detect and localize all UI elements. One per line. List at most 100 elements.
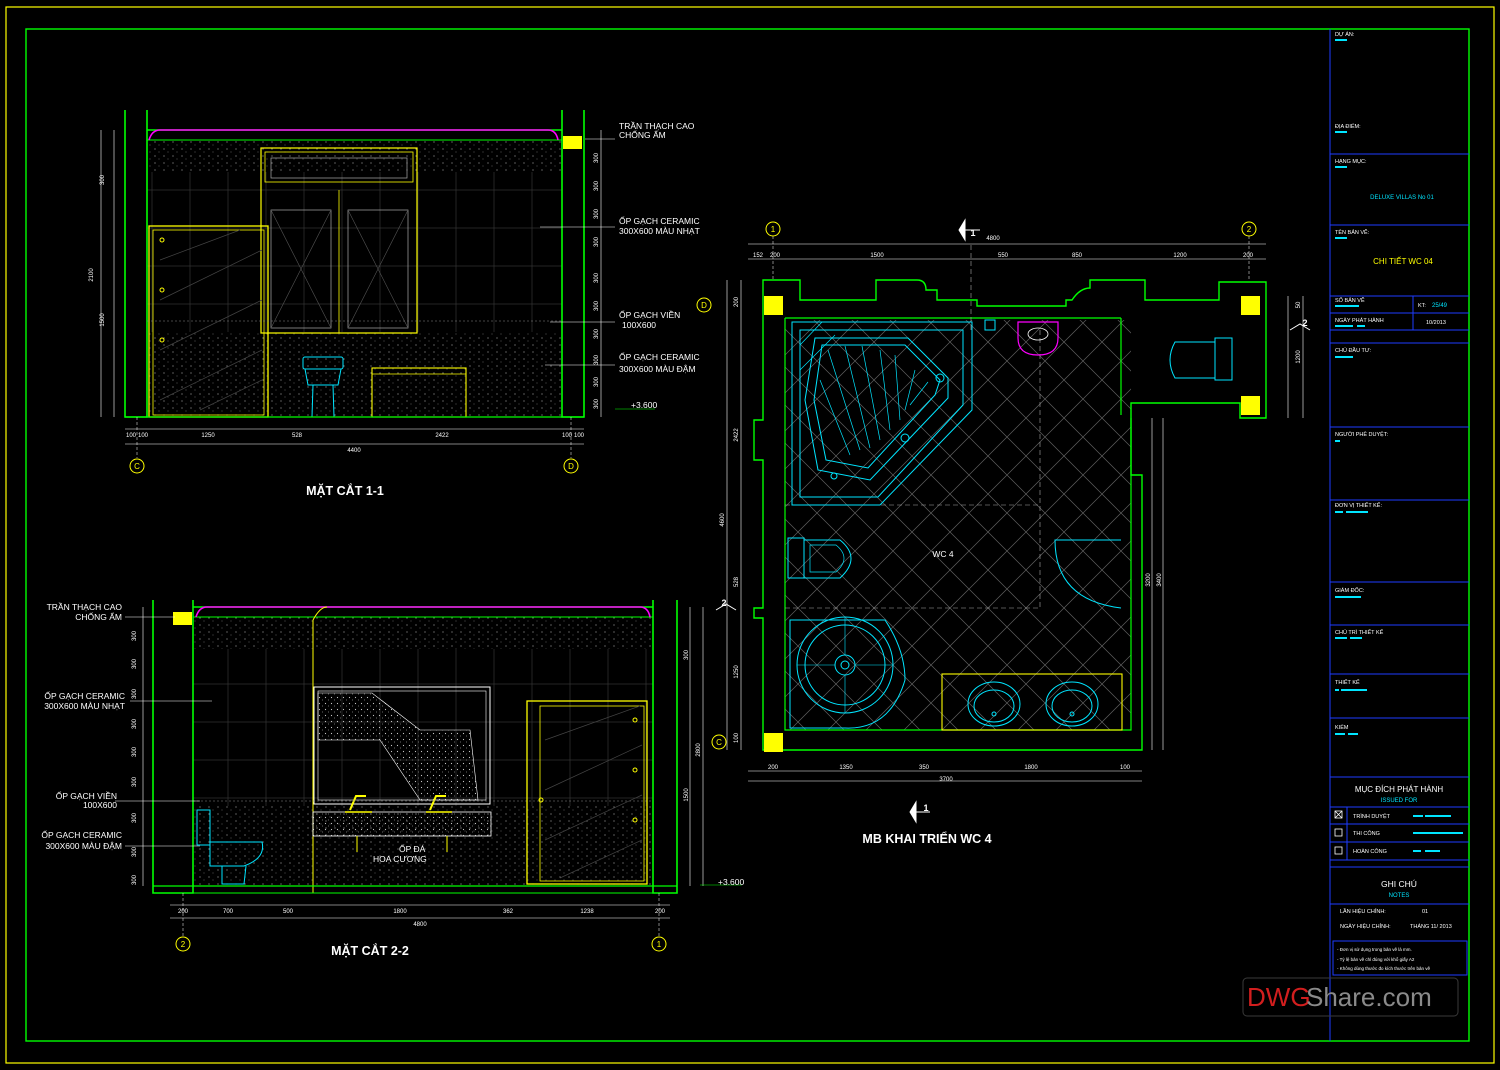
dim-text: 2100	[89, 268, 95, 282]
dim-text: 300	[594, 152, 600, 163]
room-label: WC 4	[932, 549, 954, 559]
section-2-dimensions	[142, 607, 704, 919]
vanity-counter	[941, 673, 1123, 731]
dim-text: 528	[292, 433, 303, 439]
title-block: DỰ ÁN: ĐỊA ĐIỂM: HẠNG MỤC: TÊN BẢN VẼ: S…	[1329, 29, 1469, 1041]
column-mark	[764, 733, 783, 752]
dim-text: 100	[1120, 765, 1131, 771]
tb-label: CHỦ TRÌ THIẾT KẾ	[1335, 629, 1384, 636]
dim-text: 300	[132, 874, 138, 885]
tb-value: 10/2013	[1426, 320, 1446, 326]
grid-bubble	[651, 936, 667, 952]
tb-item-value: DELUXE VILLAS No 01	[1370, 195, 1434, 201]
shower-round	[789, 616, 906, 729]
section-marker-label: 2	[721, 598, 726, 608]
dim-text: 550	[998, 253, 1009, 259]
label-text: CHỐNG ẨM	[75, 611, 122, 622]
grid-label: D	[568, 462, 574, 471]
dim-text: 300	[132, 658, 138, 669]
dim-text: 200	[768, 765, 779, 771]
level-text: +3.600	[718, 877, 745, 887]
grid-bubble	[129, 458, 145, 474]
door-swing	[1054, 539, 1122, 609]
dim-text: 100	[126, 433, 137, 439]
dim-text: 1800	[1024, 765, 1038, 771]
label-text: HOA CƯƠNG	[373, 854, 427, 864]
toilet-elevation	[196, 809, 264, 885]
dim-text: 300	[132, 746, 138, 757]
tb-purpose-sub: ISSUED FOR	[1381, 798, 1418, 804]
tb-label: TÊN BẢN VẼ:	[1335, 228, 1370, 236]
tb-drawing-name: CHI TIẾT WC 04	[1373, 256, 1433, 266]
dim-text: 4400	[347, 448, 361, 454]
grid-bubble	[563, 458, 579, 474]
grid-bubble	[1241, 221, 1257, 237]
dim-text: 1500	[684, 788, 690, 802]
tb-label: HẠNG MỤC:	[1335, 159, 1367, 165]
column-mark	[563, 136, 582, 149]
dim-text: 3700	[939, 777, 953, 783]
dim-text: 4600	[720, 513, 726, 527]
dim-text: 850	[1072, 253, 1083, 259]
section-marker-label: 1	[923, 803, 928, 813]
dim-text: 200	[1243, 253, 1254, 259]
dim-text: 1500	[100, 313, 106, 327]
dim-text: 1250	[734, 665, 740, 679]
plan-dimensions	[726, 243, 1304, 782]
dim-text: 300	[132, 846, 138, 857]
tb-value: THÁNG 11/ 2013	[1410, 923, 1452, 930]
dim-text: 300	[594, 398, 600, 409]
label-text: ỐP GẠCH VIỀN	[56, 790, 117, 801]
label-text: 300X600 MÀU ĐẬM	[45, 841, 122, 851]
section-1-1: 100 100 1250 528 2422 100 100 4400 300 2…	[89, 110, 700, 498]
floor-drain	[984, 319, 996, 331]
tb-label: CHỦ ĐẦU TƯ:	[1335, 347, 1372, 354]
tb-label: GIÁM ĐỐC:	[1335, 587, 1365, 594]
dim-text: 1350	[839, 765, 853, 771]
section-2-2: 200 700 500 1800 362 1238 200 4800 300 2…	[41, 600, 745, 958]
label-text: ỐP GẠCH CERAMIC	[44, 690, 125, 701]
dim-text: 1800	[393, 909, 407, 915]
column-mark	[764, 296, 783, 315]
dim-text: 200	[655, 909, 666, 915]
plan-title: MB KHAI TRIỂN WC 4	[862, 831, 991, 846]
label-text: 100X600	[622, 320, 656, 330]
dim-text: 300	[100, 174, 106, 185]
dim-text: 300	[132, 776, 138, 787]
dim-text: 700	[223, 909, 234, 915]
grid-label: 2	[1247, 225, 1252, 234]
grid-bubble	[711, 734, 727, 750]
dim-text: 1200	[1296, 350, 1302, 364]
dim-text: 152	[753, 253, 764, 259]
dim-text: 100	[138, 433, 149, 439]
tb-label: SỐ BẢN VẼ	[1335, 297, 1365, 304]
dim-text: 3400	[1157, 573, 1163, 587]
dim-text: 200	[178, 909, 189, 915]
dim-text: 300	[132, 812, 138, 823]
tb-notes-title: GHI CHÚ	[1381, 879, 1417, 889]
section-1-dimensions	[100, 130, 602, 445]
stone-counter	[312, 811, 492, 837]
label-text: CHỐNG ẨM	[619, 129, 666, 140]
dim-text: 2800	[696, 743, 702, 757]
section-title: MẶT CẮT 2-2	[331, 943, 409, 958]
shower-glass	[526, 700, 648, 885]
tb-note: - Không dùng thước đo kích thước trên bả…	[1337, 966, 1430, 971]
grid-label: 2	[181, 940, 186, 949]
grid-label: 1	[771, 225, 776, 234]
label-text: 100X600	[83, 800, 117, 810]
dim-text: 300	[594, 328, 600, 339]
watermark-text: DWG	[1247, 982, 1311, 1012]
dim-text: 300	[594, 236, 600, 247]
dim-text: 1238	[580, 909, 594, 915]
ceiling-cornice	[195, 606, 651, 618]
dim-text: 300	[132, 630, 138, 641]
checkbox-thi-cong	[1334, 828, 1343, 837]
toilet-plan-left	[787, 537, 852, 579]
tb-note: - Tỷ lệ bản vẽ chỉ đúng với khổ giấy A2	[1337, 956, 1415, 962]
grid-bubble	[175, 936, 191, 952]
dim-text: 200	[770, 253, 781, 259]
dim-text: 2422	[734, 428, 740, 442]
tb-purpose-title: MỤC ĐÍCH PHÁT HÀNH	[1355, 785, 1444, 794]
